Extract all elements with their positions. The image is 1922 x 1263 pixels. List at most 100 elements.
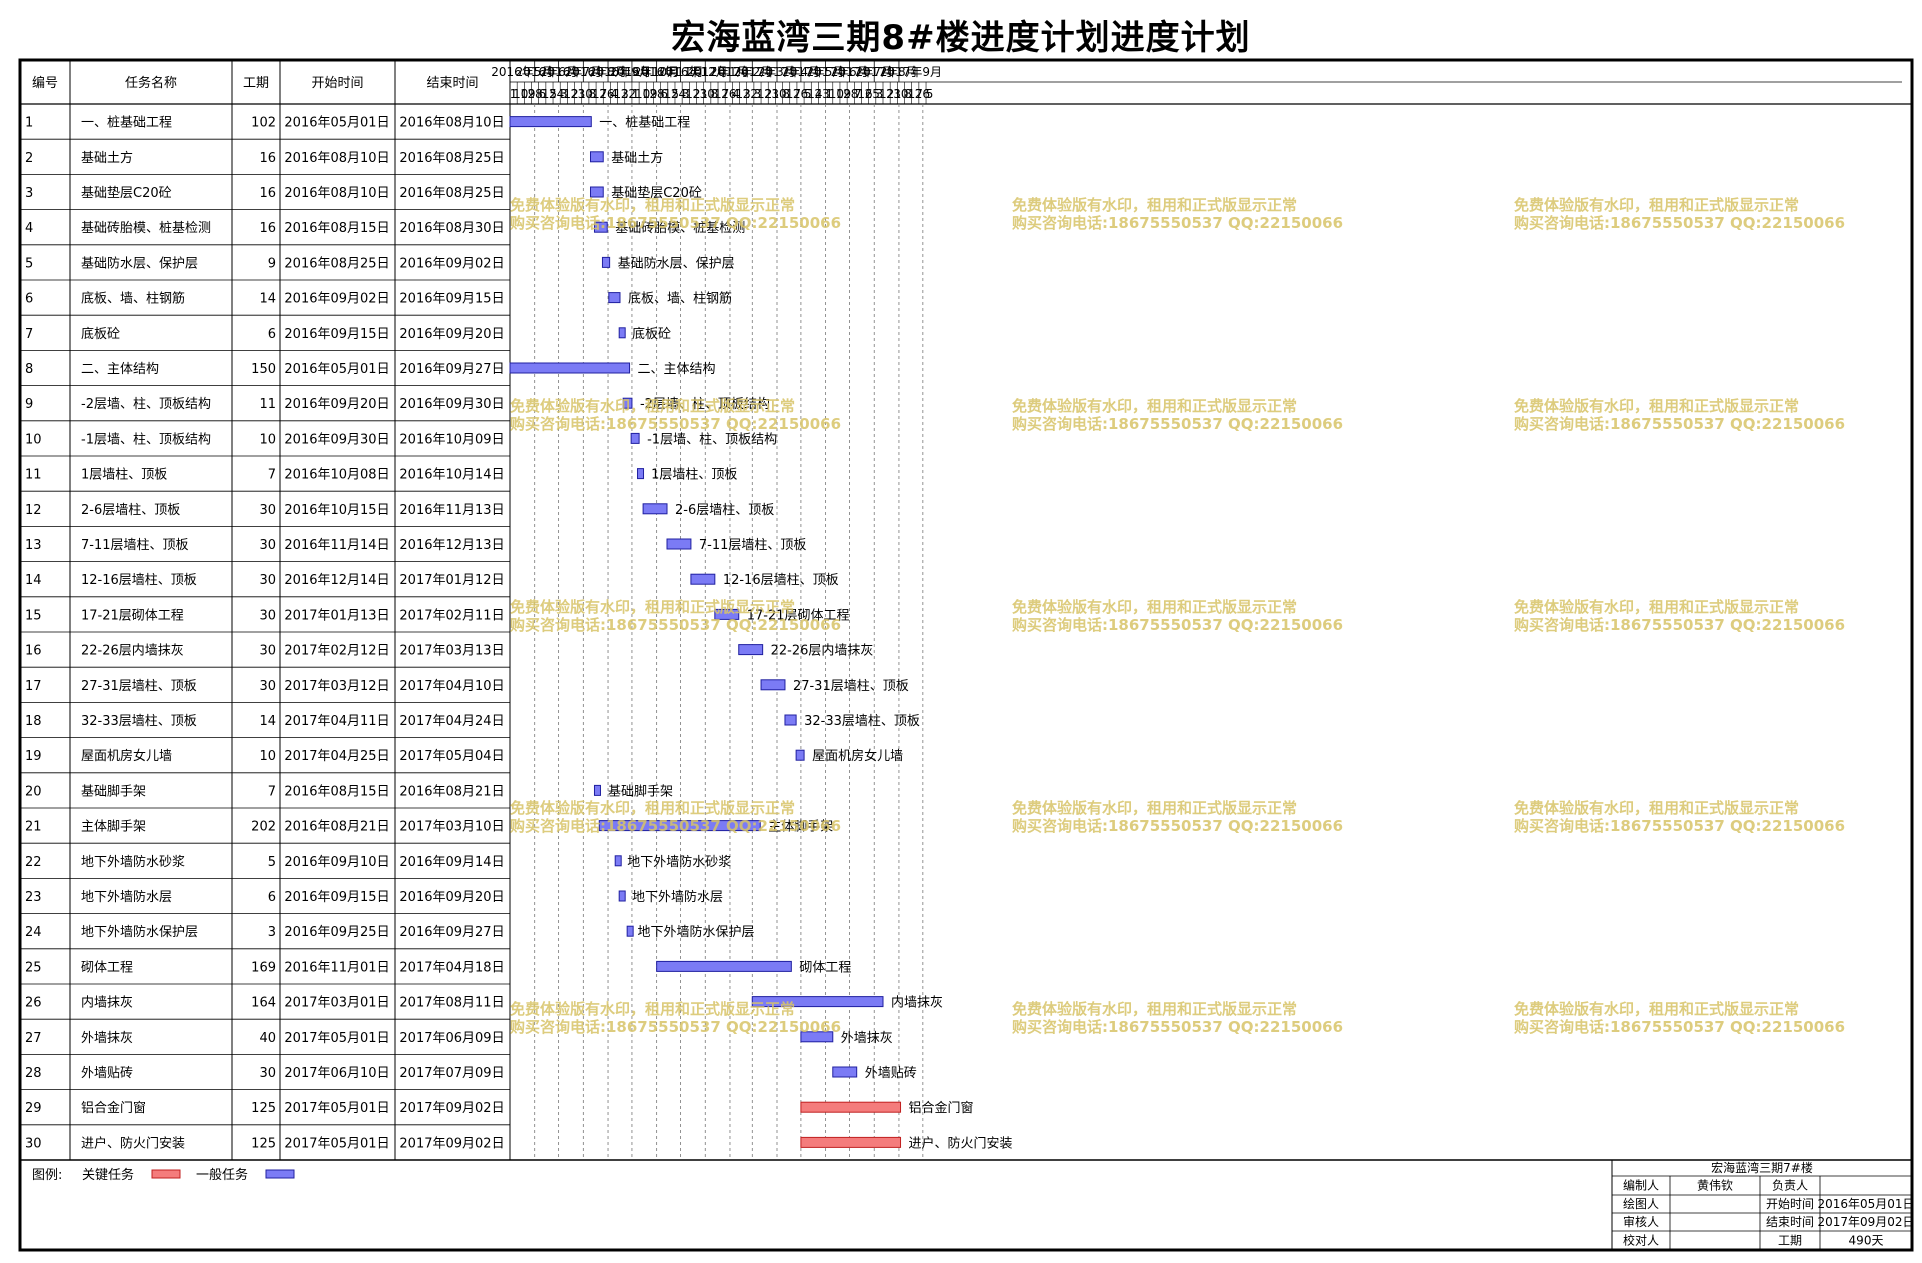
task-start: 2016年09月25日 bbox=[284, 925, 389, 940]
task-id: 28 bbox=[25, 1066, 42, 1081]
task-start: 2016年10月15日 bbox=[284, 503, 389, 518]
watermark-text: 免费体验版有水印，租用和正式版显示正常 bbox=[1012, 1000, 1297, 1018]
task-end: 2016年08月30日 bbox=[399, 221, 504, 236]
task-id: 14 bbox=[25, 573, 42, 588]
task-name: 一、桩基础工程 bbox=[81, 116, 172, 131]
task-end: 2016年09月20日 bbox=[399, 327, 504, 342]
task-name: 17-21层砌体工程 bbox=[81, 608, 184, 623]
task-duration: 169 bbox=[251, 960, 276, 975]
column-header: 开始时间 bbox=[311, 76, 363, 91]
task-duration: 30 bbox=[259, 538, 276, 553]
task-end: 2016年10月09日 bbox=[399, 432, 504, 447]
task-name: 砌体工程 bbox=[81, 960, 133, 975]
task-end: 2017年04月18日 bbox=[399, 960, 504, 975]
task-bar-label: 22-26层内墙抹灰 bbox=[771, 643, 874, 659]
task-name: 进户、防火门安装 bbox=[81, 1135, 185, 1151]
task-id: 3 bbox=[25, 186, 33, 201]
task-bar-label: 基础脚手架 bbox=[608, 783, 673, 799]
watermark-text: 购买咨询电话:18675550537 QQ:22150066 bbox=[1012, 214, 1343, 232]
watermark-text: 免费体验版有水印，租用和正式版显示正常 bbox=[1514, 1000, 1799, 1018]
watermark-text: 购买咨询电话:18675550537 QQ:22150066 bbox=[1514, 214, 1845, 232]
task-bar bbox=[795, 749, 805, 761]
task-duration: 16 bbox=[259, 151, 276, 166]
task-duration: 14 bbox=[259, 292, 276, 307]
task-end: 2016年12月13日 bbox=[399, 538, 504, 553]
task-end: 2017年03月10日 bbox=[399, 820, 504, 835]
watermark-text: 免费体验版有水印，租用和正式版显示正常 bbox=[1514, 397, 1799, 415]
task-bar-label: -2层墙、柱、顶板结构 bbox=[640, 397, 770, 412]
task-duration: 7 bbox=[268, 784, 276, 799]
info-value: 2016年05月01日 bbox=[1817, 1197, 1914, 1211]
task-bar-label: 17-21层砌体工程 bbox=[747, 608, 850, 623]
task-name: 二、主体结构 bbox=[81, 362, 159, 377]
task-start: 2017年04月11日 bbox=[284, 714, 389, 729]
task-name: 32-33层墙柱、顶板 bbox=[81, 714, 197, 729]
task-name: -1层墙、柱、顶板结构 bbox=[81, 432, 211, 447]
watermark-text: 购买咨询电话:18675550537 QQ:22150066 bbox=[1012, 1018, 1343, 1036]
task-duration: 11 bbox=[259, 397, 276, 412]
day-tick-label: 4 bbox=[610, 87, 618, 101]
day-tick-label: 5 bbox=[926, 87, 934, 101]
task-id: 13 bbox=[25, 538, 42, 553]
task-duration: 40 bbox=[259, 1031, 276, 1046]
task-end: 2017年04月10日 bbox=[399, 679, 504, 694]
day-tick-label: 6 bbox=[538, 87, 546, 101]
column-header: 结束时间 bbox=[426, 76, 478, 91]
task-end: 2016年08月25日 bbox=[399, 151, 504, 166]
task-start: 2017年01月13日 bbox=[284, 608, 389, 623]
task-name: 22-26层内墙抹灰 bbox=[81, 643, 184, 659]
task-start: 2016年11月01日 bbox=[284, 960, 389, 975]
task-name: 主体脚手架 bbox=[81, 819, 146, 835]
task-bar bbox=[666, 538, 692, 550]
watermark-text: 免费体验版有水印，租用和正式版显示正常 bbox=[510, 397, 795, 415]
task-bar-label: 12-16层墙柱、顶板 bbox=[723, 573, 839, 588]
info-project: 宏海蓝湾三期7#楼 bbox=[1711, 1160, 1813, 1175]
task-id: 26 bbox=[25, 996, 42, 1011]
task-bar-label: 基础防水层、保护层 bbox=[618, 255, 735, 271]
task-bar-label: 铝合金门窗 bbox=[909, 1100, 974, 1116]
task-start: 2017年04月25日 bbox=[284, 749, 389, 764]
task-duration: 16 bbox=[259, 186, 276, 201]
watermark-text: 购买咨询电话:18675550537 QQ:22150066 bbox=[510, 415, 841, 433]
page-title: 宏海蓝湾三期8#楼进度计划进度计划 bbox=[671, 18, 1251, 58]
day-tick-label: 8 bbox=[589, 87, 597, 101]
watermark-text: 免费体验版有水印，租用和正式版显示正常 bbox=[510, 1000, 795, 1018]
task-bar-label: 地下外墙防水保护层 bbox=[638, 924, 755, 940]
task-bar-label: 2-6层墙柱、顶板 bbox=[675, 503, 774, 518]
task-bar-label: 27-31层墙柱、顶板 bbox=[793, 679, 909, 694]
task-duration: 125 bbox=[251, 1136, 276, 1151]
watermark-text: 购买咨询电话:18675550537 QQ:22150066 bbox=[1012, 415, 1343, 433]
watermark-text: 免费体验版有水印，租用和正式版显示正常 bbox=[1012, 799, 1297, 817]
month-label: 2017年4月 bbox=[758, 65, 820, 79]
task-bar bbox=[593, 221, 608, 233]
task-bar bbox=[626, 925, 634, 937]
task-start: 2017年06月10日 bbox=[284, 1066, 389, 1081]
task-start: 2016年08月15日 bbox=[284, 784, 389, 799]
task-bar-label: 32-33层墙柱、顶板 bbox=[804, 714, 920, 729]
watermark-text: 免费体验版有水印，租用和正式版显示正常 bbox=[1514, 598, 1799, 616]
task-name: 屋面机房女儿墙 bbox=[81, 748, 172, 764]
task-id: 22 bbox=[25, 855, 42, 870]
task-id: 10 bbox=[25, 432, 42, 447]
task-id: 9 bbox=[25, 397, 33, 412]
task-bar bbox=[509, 362, 631, 374]
legend-title: 图例: bbox=[32, 1168, 62, 1183]
task-duration: 6 bbox=[268, 327, 276, 342]
watermark-text: 免费体验版有水印，租用和正式版显示正常 bbox=[1514, 196, 1799, 214]
task-end: 2016年10月14日 bbox=[399, 468, 504, 483]
task-bar bbox=[618, 890, 626, 902]
task-start: 2016年08月25日 bbox=[284, 256, 389, 271]
task-start: 2016年09月15日 bbox=[284, 890, 389, 905]
task-id: 19 bbox=[25, 749, 42, 764]
watermark-text: 免费体验版有水印，租用和正式版显示正常 bbox=[510, 598, 795, 616]
legend-critical-label: 关键任务 bbox=[82, 1167, 134, 1183]
task-bar bbox=[622, 397, 633, 409]
task-end: 2017年09月02日 bbox=[399, 1101, 504, 1116]
task-name: 内墙抹灰 bbox=[81, 995, 133, 1011]
task-bar-label: 基础土方 bbox=[611, 150, 663, 166]
month-label: 2017年1月 bbox=[687, 65, 749, 79]
task-start: 2016年08月15日 bbox=[284, 221, 389, 236]
task-duration: 9 bbox=[268, 256, 276, 271]
